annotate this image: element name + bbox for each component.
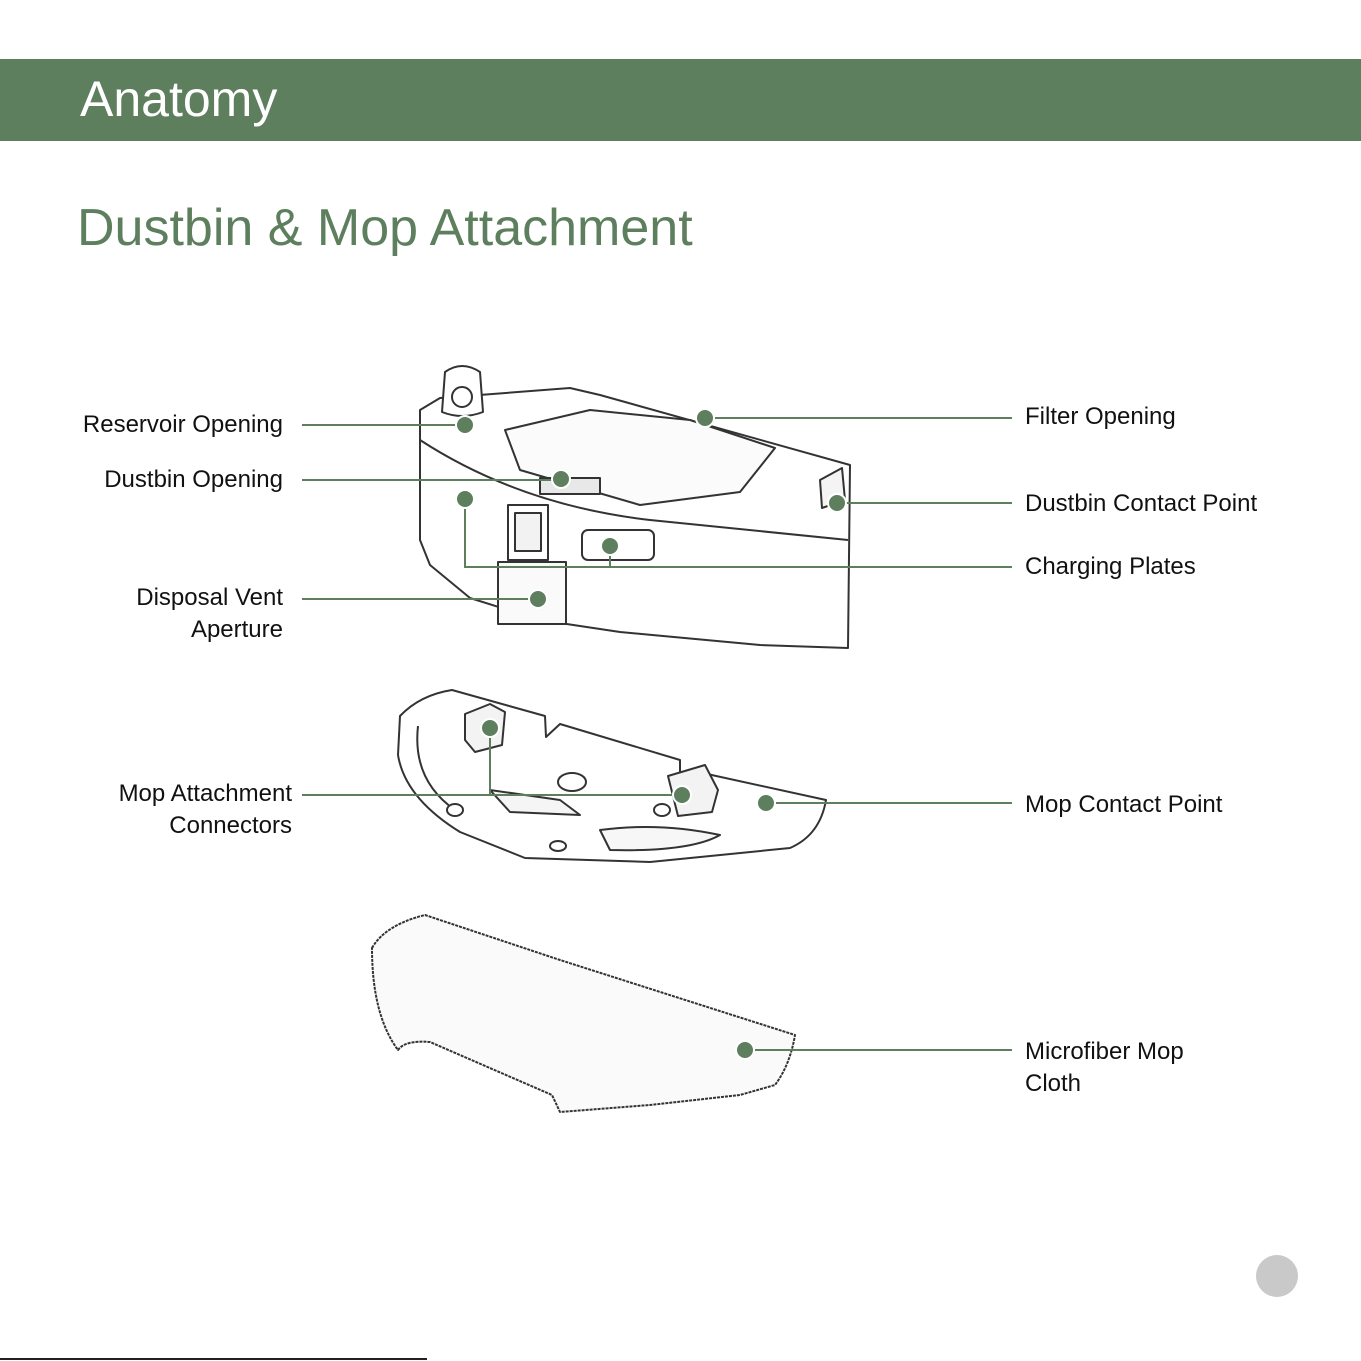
label-filter-opening: Filter Opening <box>1025 401 1176 433</box>
dot-dustbin-opening <box>552 470 570 488</box>
label-disposal-vent-line2: Aperture <box>40 614 283 646</box>
label-charging-plates: Charging Plates <box>1025 551 1196 583</box>
label-mop-contact-point: Mop Contact Point <box>1025 789 1222 821</box>
dot-charging-plate-right <box>601 537 619 555</box>
label-reservoir-opening: Reservoir Opening <box>40 409 283 441</box>
label-mop-connectors-line2: Connectors <box>40 810 292 842</box>
dot-microfiber-cloth <box>736 1041 754 1059</box>
page-number-marker <box>1256 1255 1298 1297</box>
mop-cloth-illustration <box>372 915 795 1112</box>
footer-rule <box>0 1358 427 1360</box>
dot-filter-opening <box>696 409 714 427</box>
label-mop-connectors-line1: Mop Attachment <box>40 778 292 810</box>
dot-mop-connector-right <box>673 786 691 804</box>
label-microfiber-line2: Cloth <box>1025 1068 1081 1100</box>
label-disposal-vent-line1: Disposal Vent <box>40 582 283 614</box>
dustbin-illustration <box>420 366 850 648</box>
label-microfiber-line1: Microfiber Mop <box>1025 1036 1184 1068</box>
dot-dustbin-contact <box>828 494 846 512</box>
dot-disposal-vent <box>529 590 547 608</box>
dot-mop-contact <box>757 794 775 812</box>
mop-plate-illustration <box>398 690 826 862</box>
dot-charging-plate-left <box>456 490 474 508</box>
label-dustbin-contact-point: Dustbin Contact Point <box>1025 488 1257 520</box>
label-dustbin-opening: Dustbin Opening <box>40 464 283 496</box>
dot-reservoir-opening <box>456 416 474 434</box>
dot-mop-connector-left <box>481 719 499 737</box>
